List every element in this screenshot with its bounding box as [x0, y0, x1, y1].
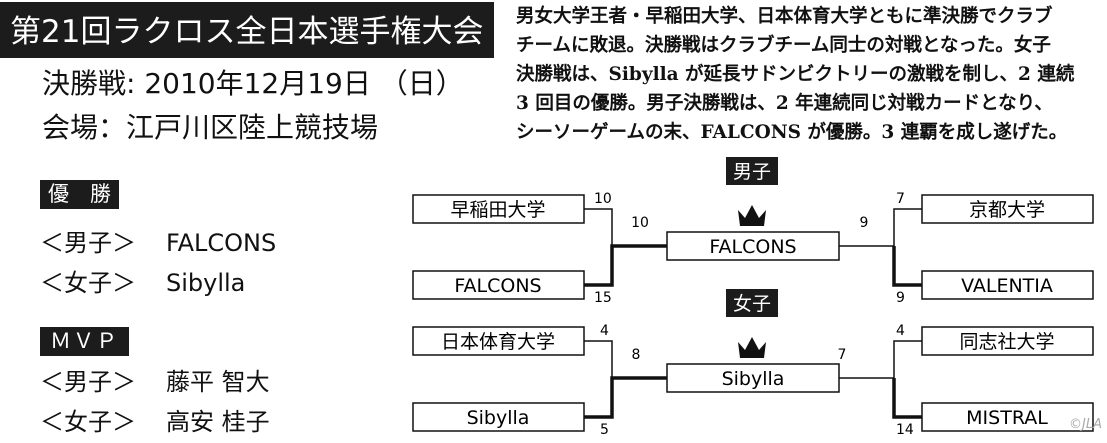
summary-line: チームに敗退。決勝戦はクラブチーム同士の対戦となった。女子: [516, 35, 1051, 56]
summary-line: 3 回目の優勝。男子決勝戦は、2 年連続同じ対戦カードとなり、: [516, 93, 1053, 114]
men-tag: 男子: [733, 161, 771, 183]
men-final-left-score: 10: [631, 215, 649, 231]
women-right-top-box: [921, 326, 1094, 356]
mvp-women-label: ＜女子＞: [40, 408, 136, 436]
champion-women-row: ＜女子＞ Sibylla: [40, 263, 245, 298]
women-tag: 女子: [733, 293, 771, 315]
men-final-right-score: 9: [860, 215, 869, 231]
champion-men-label: ＜男子＞: [40, 229, 136, 257]
women-right-bottom-line: [892, 378, 922, 419]
women-right-top-team: 同志社大学: [959, 331, 1054, 353]
mvp-men-value: 藤平 智大: [166, 368, 270, 396]
women-right-top-line: [839, 340, 922, 379]
men-left-bottom-score: 15: [594, 290, 612, 306]
women-final-left-score: 8: [632, 347, 641, 363]
page-title: 第21回ラクロス全日本選手権大会: [10, 14, 484, 50]
credit-watermark: ©JLA: [1069, 417, 1102, 432]
venue: 会場：江戸川区陸上競技場: [42, 111, 379, 144]
men-right-top-box: [921, 194, 1094, 224]
women-right-top-score: 4: [896, 323, 905, 339]
mvp-tag: ＭＶＰ: [40, 327, 129, 356]
men-left-bottom-line: [584, 244, 667, 287]
mvp-women-value: 高安 桂子: [166, 408, 270, 436]
women-left-bottom-box: [412, 402, 585, 432]
men-right-bottom-score: 9: [896, 290, 905, 306]
men-right-bottom-team: VALENTIA: [961, 275, 1053, 297]
final-date: 決勝戦: 2010年12月19日 （日）: [42, 67, 464, 100]
champion-women-value: Sibylla: [166, 269, 246, 297]
men-left-bottom-team: FALCONS: [454, 275, 541, 297]
women-left-bottom-score: 5: [600, 422, 609, 438]
crown-icon: [738, 337, 766, 358]
women-left-top-box: [412, 326, 585, 356]
women-right-bottom-score: 14: [896, 422, 914, 438]
women-tag-bg: [726, 289, 778, 317]
mvp-women-row: ＜女子＞ 高安 桂子: [40, 402, 270, 437]
champion-tag: 優 勝: [40, 180, 119, 209]
women-left-bottom-line: [584, 376, 667, 419]
summary-line: 決勝戦は、Sibylla が延長サドンビクトリーの激戦を制し、2 連続: [516, 64, 1075, 85]
women-right-bottom-box: [921, 402, 1094, 432]
men-tag-bg: [726, 157, 778, 185]
women-final-box: [666, 363, 840, 393]
crown-icon: [738, 205, 766, 226]
women-left-top-line: [584, 340, 613, 378]
women-left-bottom-team: Sibylla: [467, 407, 530, 429]
men-left-top-score: 10: [594, 191, 612, 207]
men-left-top-line: [584, 208, 613, 246]
women-final-right-score: 7: [838, 347, 847, 363]
champion-men-value: FALCONS: [166, 229, 277, 257]
men-right-bottom-box: [921, 270, 1094, 300]
mvp-men-row: ＜男子＞ 藤平 智大: [40, 362, 270, 397]
men-right-bottom-line: [892, 246, 922, 287]
summary-line: 男女大学王者・早稲田大学、日本体育大学ともに準決勝でクラブ: [516, 6, 1053, 27]
men-right-top-line: [839, 208, 922, 247]
men-right-top-score: 7: [896, 191, 905, 207]
mvp-men-label: ＜男子＞: [40, 368, 136, 396]
men-champion: FALCONS: [709, 236, 796, 258]
summary-line: シーソーゲームの末、FALCONS が優勝。3 連覇を成し遂げた。: [516, 122, 1068, 143]
women-champion: Sibylla: [722, 368, 785, 390]
champion-men-row: ＜男子＞ FALCONS: [40, 223, 276, 258]
men-left-top-box: [412, 194, 585, 224]
women-left-top-score: 4: [600, 323, 609, 339]
men-left-top-team: 早稲田大学: [450, 199, 545, 221]
champion-women-label: ＜女子＞: [40, 269, 136, 297]
title-band: 第21回ラクロス全日本選手権大会: [0, 2, 494, 58]
women-right-bottom-team: MISTRAL: [966, 407, 1048, 429]
men-final-box: [666, 231, 840, 261]
women-left-top-team: 日本体育大学: [441, 331, 555, 353]
summary-text: 男女大学王者・早稲田大学、日本体育大学ともに準決勝でクラブチームに敗退。決勝戦は…: [516, 2, 1106, 147]
men-right-top-team: 京都大学: [969, 199, 1045, 221]
